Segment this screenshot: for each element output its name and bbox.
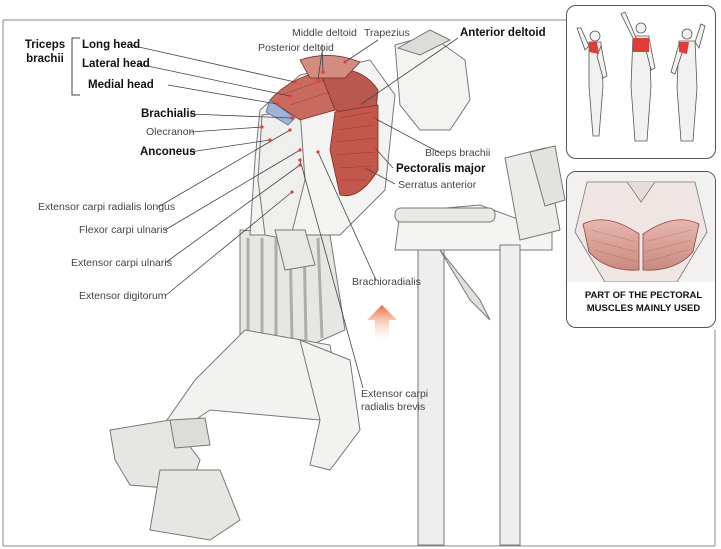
label-ecrb-line1: Extensor carpi [361, 388, 429, 400]
label-flexor-carpi-ulnaris: Flexor carpi ulnaris [79, 224, 168, 236]
inset-caption: PART OF THE PECTORAL MUSCLES MAINLY USED [569, 289, 718, 315]
movement-arrow [367, 305, 397, 345]
label-ext-carpi-ulnaris: Extensor carpi ulnaris [71, 257, 172, 269]
inset-caption-line2: MUSCLES MAINLY USED [586, 303, 701, 314]
inset-pectoral [566, 171, 716, 328]
leader-dots [260, 60, 377, 194]
frame [2, 19, 716, 547]
label-trapezius: Trapezius [364, 27, 410, 39]
inset-caption-line1: PART OF THE PECTORAL [584, 290, 703, 301]
triceps-line2: brachii [26, 53, 64, 65]
highlighted-muscles [265, 55, 379, 197]
label-olecranon: Olecranon [146, 126, 195, 138]
label-posterior-deltoid: Posterior deltoid [258, 42, 334, 54]
label-middle-deltoid: Middle deltoid [292, 27, 357, 39]
body-figures-drawing [576, 11, 706, 142]
triceps-line1: Triceps [24, 39, 66, 51]
label-anterior-deltoid: Anterior deltoid [460, 27, 546, 39]
label-anconeus: Anconeus [140, 146, 196, 158]
triceps-group-label: Triceps brachii [20, 38, 70, 66]
label-ext-digitorum: Extensor digitorum [79, 290, 167, 302]
label-ecrb-line2: radialis brevis [361, 401, 426, 413]
label-long-head: Long head [82, 39, 141, 51]
label-lateral-head: Lateral head [82, 58, 150, 70]
label-brachioradialis: Brachioradialis [352, 276, 421, 288]
label-ext-carpi-rad-longus: Extensor carpi radialis longus [38, 201, 176, 213]
inset-body-figures [566, 5, 716, 159]
dip-station [394, 145, 566, 546]
label-biceps-brachii: Biceps brachii [425, 147, 491, 159]
label-serratus-anterior: Serratus anterior [398, 179, 477, 191]
label-pectoralis-major: Pectoralis major [396, 163, 486, 175]
figure-legs [109, 229, 361, 541]
triceps-bracket [71, 37, 80, 96]
label-medial-head: Medial head [88, 79, 154, 91]
pectoral-drawing [567, 172, 715, 283]
leader-lines [129, 37, 459, 389]
label-brachialis: Brachialis [141, 108, 196, 120]
